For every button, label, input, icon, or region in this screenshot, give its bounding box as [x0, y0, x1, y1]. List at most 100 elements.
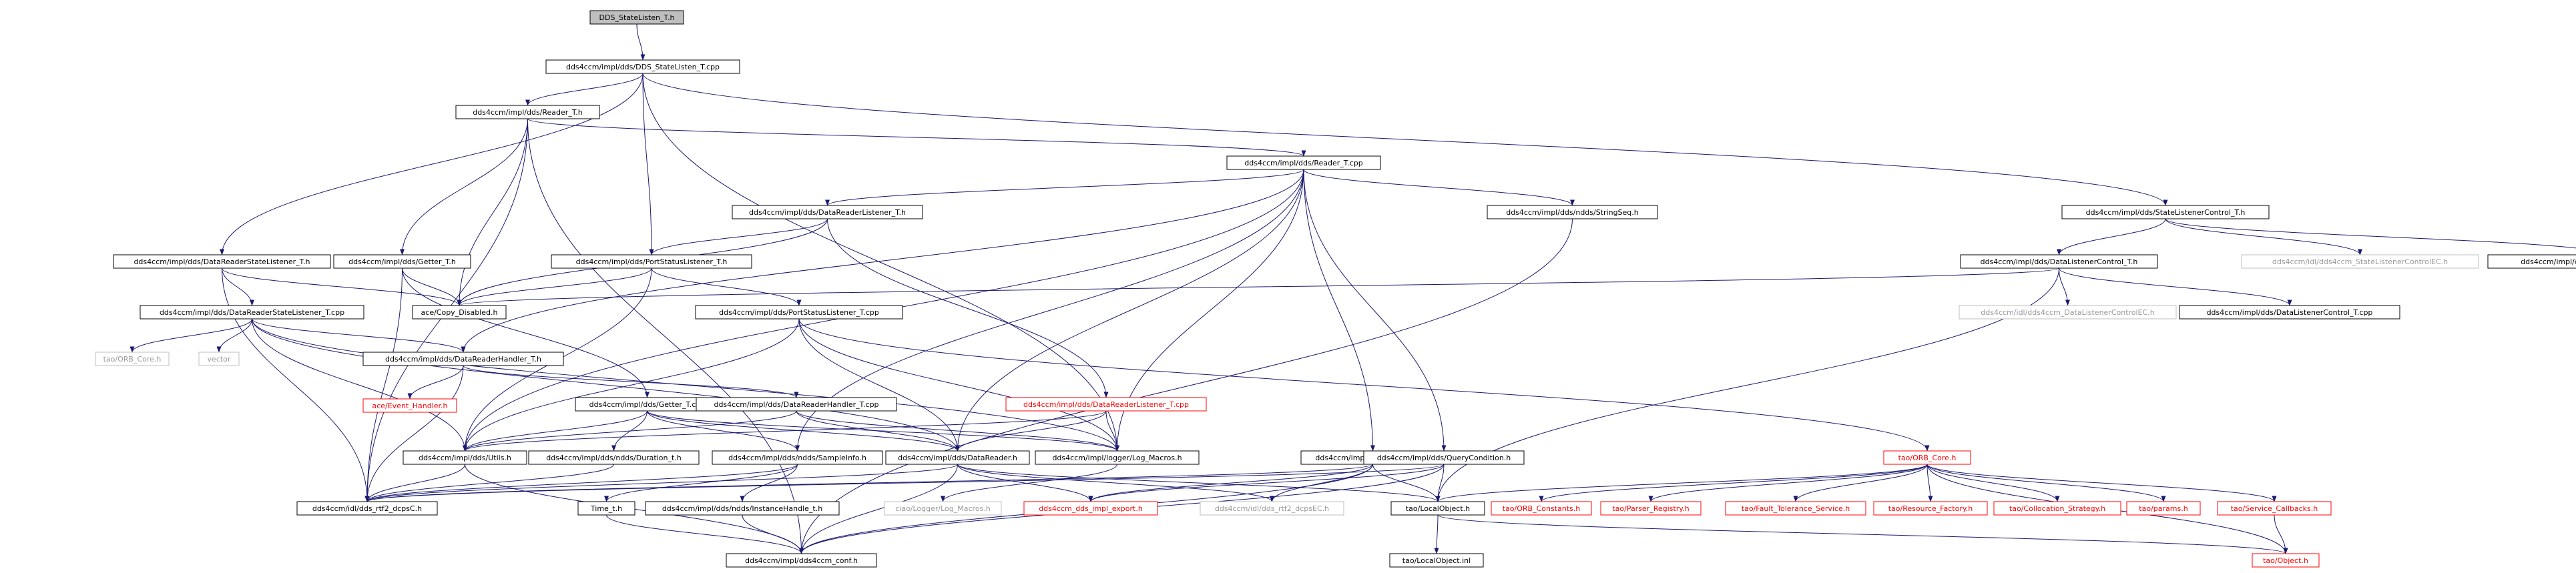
- node-box-slc_th: [2061, 205, 2270, 219]
- node-label-resfact: tao/Resource_Factory.h: [1888, 504, 1973, 513]
- node-svccb[interactable]: tao/Service_Callbacks.h: [2217, 501, 2332, 516]
- edge-drsl_tcpp-to-orb_core_grey: [130, 318, 252, 353]
- node-label-utils: dds4ccm/impl/dds/Utils.h: [419, 454, 511, 462]
- edge-psl_tcpp-to-orb_core: [798, 318, 1930, 452]
- node-rtf2ec: dds4ccm/idl/dds_rtf2_dcpsEC.h: [1200, 501, 1344, 516]
- node-label-drh_th: dds4ccm/impl/dds/DataReaderHandler_T.h: [385, 355, 541, 364]
- node-label-drsl_tcpp: dds4ccm/impl/dds/DataReaderStateListener…: [160, 308, 344, 317]
- node-implexport[interactable]: dds4ccm_dds_impl_export.h: [1023, 501, 1158, 516]
- node-root[interactable]: DDS_StateListen_T.h: [589, 10, 684, 25]
- edge-drsl_th-to-drsl_tcpp: [222, 267, 254, 306]
- edge-reader_tcpp-to-querycond: [1303, 169, 1447, 452]
- node-orb_core[interactable]: tao/ORB_Core.h: [1883, 450, 1971, 465]
- edge-logmacros-to-ciaolog: [941, 464, 1117, 502]
- node-dlc_tcpp[interactable]: dds4ccm/impl/dds/DataListenerControl_T.c…: [2179, 305, 2400, 320]
- node-drsl_tcpp[interactable]: dds4ccm/impl/dds/DataReaderStateListener…: [140, 305, 364, 320]
- edge-drh_tcpp-to-logmacros: [796, 410, 1119, 452]
- node-drsl_th[interactable]: dds4ccm/impl/dds/DataReaderStateListener…: [113, 254, 331, 269]
- edge-getter_tcpp-to-datareader: [647, 410, 960, 452]
- node-label-localobj: tao/LocalObject.h: [1406, 504, 1470, 513]
- edge-drl_tcpp-to-logmacros: [1105, 410, 1119, 452]
- node-sl_cpp[interactable]: dds4ccm/impl/dds/DDS_StateListen_T.cpp: [545, 59, 740, 74]
- node-evh[interactable]: ace/Event_Handler.h: [362, 398, 457, 413]
- node-copy_dis[interactable]: ace/Copy_Disabled.h: [412, 305, 507, 320]
- node-localobj[interactable]: tao/LocalObject.h: [1390, 501, 1485, 516]
- edge-svccb-to-taoobject: [2274, 514, 2288, 554]
- edge-querycond-to-localobj: [1435, 464, 1445, 502]
- node-colloc[interactable]: tao/Collocation_Strategy.h: [1993, 501, 2121, 516]
- node-label-logmacros: dds4ccm/impl/logger/Log_Macros.h: [1052, 454, 1182, 462]
- edge-getter_tcpp-to-sampleinfo: [647, 410, 800, 452]
- node-strseq[interactable]: dds4ccm/impl/dds/ndds/StringSeq.h: [1487, 205, 1658, 219]
- node-box-logmacros: [1035, 450, 1200, 465]
- node-label-insthandle: dds4ccm/impl/dds/ndds/InstanceHandle_t.h: [662, 504, 822, 513]
- node-params[interactable]: tao/params.h: [2126, 501, 2201, 516]
- node-label-duration: dds4ccm/impl/dds/ndds/Duration_t.h: [546, 454, 682, 462]
- node-box-implexport: [1023, 501, 1158, 516]
- node-time[interactable]: Time_t.h: [577, 501, 635, 516]
- node-slc_tcpp[interactable]: dds4ccm/impl/dds/StateListenerControl_T.…: [2487, 254, 2576, 269]
- node-datareader[interactable]: dds4ccm/impl/dds/DataReader.h: [885, 450, 1030, 465]
- node-sampleinfo[interactable]: dds4ccm/impl/dds/ndds/SampleInfo.h: [712, 450, 883, 465]
- edge-drh_th-to-evh: [407, 365, 464, 400]
- node-box-vector: [198, 352, 240, 366]
- node-orbconst[interactable]: tao/ORB_Constants.h: [1491, 501, 1592, 516]
- node-localinl[interactable]: tao/LocalObject.inl: [1389, 553, 1484, 568]
- edge-sl_cpp-to-drsl_th: [220, 73, 643, 255]
- edge-slc_th-to-slc_tcpp: [2165, 218, 2576, 249]
- node-label-ccmconf: dds4ccm/impl/dds4ccm_conf.h: [745, 556, 858, 565]
- node-drh_th[interactable]: dds4ccm/impl/dds/DataReaderHandler_T.h: [362, 352, 564, 366]
- node-drl_tcpp[interactable]: dds4ccm/impl/dds/DataReaderListener_T.cp…: [1005, 397, 1207, 412]
- node-label-colloc: tao/Collocation_Strategy.h: [2009, 504, 2105, 513]
- node-rtf2[interactable]: dds4ccm/idl/dds_rtf2_dcpsC.h: [296, 501, 438, 516]
- node-reader_th[interactable]: dds4ccm/impl/dds/Reader_T.h: [455, 105, 600, 119]
- node-getter_th[interactable]: dds4ccm/impl/dds/Getter_T.h: [333, 254, 471, 269]
- node-duration[interactable]: dds4ccm/impl/dds/ndds/Duration_t.h: [528, 450, 700, 465]
- node-label-params: tao/params.h: [2139, 504, 2187, 513]
- node-label-getter_tcpp: dds4ccm/impl/dds/Getter_T.cpp: [589, 400, 706, 409]
- node-label-vector: vector: [208, 355, 231, 364]
- edge-datareader-to-implexport: [957, 464, 1093, 502]
- edge-orb_core-to-parser: [1648, 464, 1928, 502]
- node-label-parser: tao/Parser_Registry.h: [1612, 504, 1689, 513]
- edge-drh_th-to-drh_tcpp: [463, 365, 799, 398]
- node-dlc_th[interactable]: dds4ccm/impl/dds/DataListenerControl_T.h: [1960, 254, 2158, 269]
- node-logmacros[interactable]: dds4ccm/impl/logger/Log_Macros.h: [1035, 450, 1200, 465]
- node-box-getter_th: [333, 254, 471, 269]
- node-label-reader_th: dds4ccm/impl/dds/Reader_T.h: [473, 108, 582, 117]
- node-slcec: dds4ccm/idl/dds4ccm_StateListenerControl…: [2241, 254, 2479, 269]
- node-orb_core_grey: tao/ORB_Core.h: [95, 352, 170, 366]
- edge-sampleinfo-to-insthandle: [740, 464, 798, 502]
- edge-orb_core-to-params: [1926, 464, 2166, 502]
- edge-root-to-sl_cpp: [636, 23, 646, 61]
- edge-dlc_th-to-dlcec: [2059, 267, 2070, 306]
- node-taoobject[interactable]: tao/Object.h: [2252, 553, 2320, 568]
- edge-subscriber-to-localobj: [1372, 464, 1441, 502]
- node-psl_th[interactable]: dds4ccm/impl/dds/PortStatusListener_T.h: [551, 254, 752, 269]
- node-box-insthandle: [645, 501, 840, 516]
- node-box-evh: [362, 398, 457, 413]
- node-ccmconf[interactable]: dds4ccm/impl/dds4ccm_conf.h: [726, 553, 877, 568]
- node-insthandle[interactable]: dds4ccm/impl/dds/ndds/InstanceHandle_t.h: [645, 501, 840, 516]
- edge-drsl_tcpp-to-drh_th: [252, 318, 466, 353]
- node-reader_tcpp[interactable]: dds4ccm/impl/dds/Reader_T.cpp: [1226, 155, 1381, 170]
- node-fts[interactable]: tao/Fault_Tolerance_Service.h: [1725, 501, 1866, 516]
- edge-sl_cpp-to-psl_th: [642, 73, 654, 255]
- node-parser[interactable]: tao/Parser_Registry.h: [1600, 501, 1702, 516]
- edge-datareader-to-localobj: [957, 464, 1441, 502]
- node-box-localobj: [1390, 501, 1485, 516]
- node-drh_tcpp[interactable]: dds4ccm/impl/dds/DataReaderHandler_T.cpp: [696, 397, 897, 412]
- node-label-strseq: dds4ccm/impl/dds/ndds/StringSeq.h: [1506, 208, 1639, 217]
- edge-slc_th-to-slcec: [2165, 218, 2362, 255]
- edge-drsl_tcpp-to-datareader: [252, 318, 960, 452]
- node-label-sampleinfo: dds4ccm/impl/dds/ndds/SampleInfo.h: [728, 454, 866, 462]
- node-drl_th[interactable]: dds4ccm/impl/dds/DataReaderListener_T.h: [732, 205, 923, 219]
- edge-reader_tcpp-to-strseq: [1303, 169, 1575, 206]
- edge-reader_tcpp-to-datareader: [955, 169, 1304, 452]
- node-resfact[interactable]: tao/Resource_Factory.h: [1873, 501, 1988, 516]
- edge-reader_tcpp-to-drh_th: [461, 169, 1304, 353]
- node-slc_th[interactable]: dds4ccm/impl/dds/StateListenerControl_T.…: [2061, 205, 2270, 219]
- node-utils[interactable]: dds4ccm/impl/dds/Utils.h: [403, 450, 527, 465]
- node-querycond[interactable]: dds4ccm/impl/dds/QueryCondition.h: [1363, 450, 1525, 465]
- node-psl_tcpp[interactable]: dds4ccm/impl/dds/PortStatusListener_T.cp…: [695, 305, 903, 320]
